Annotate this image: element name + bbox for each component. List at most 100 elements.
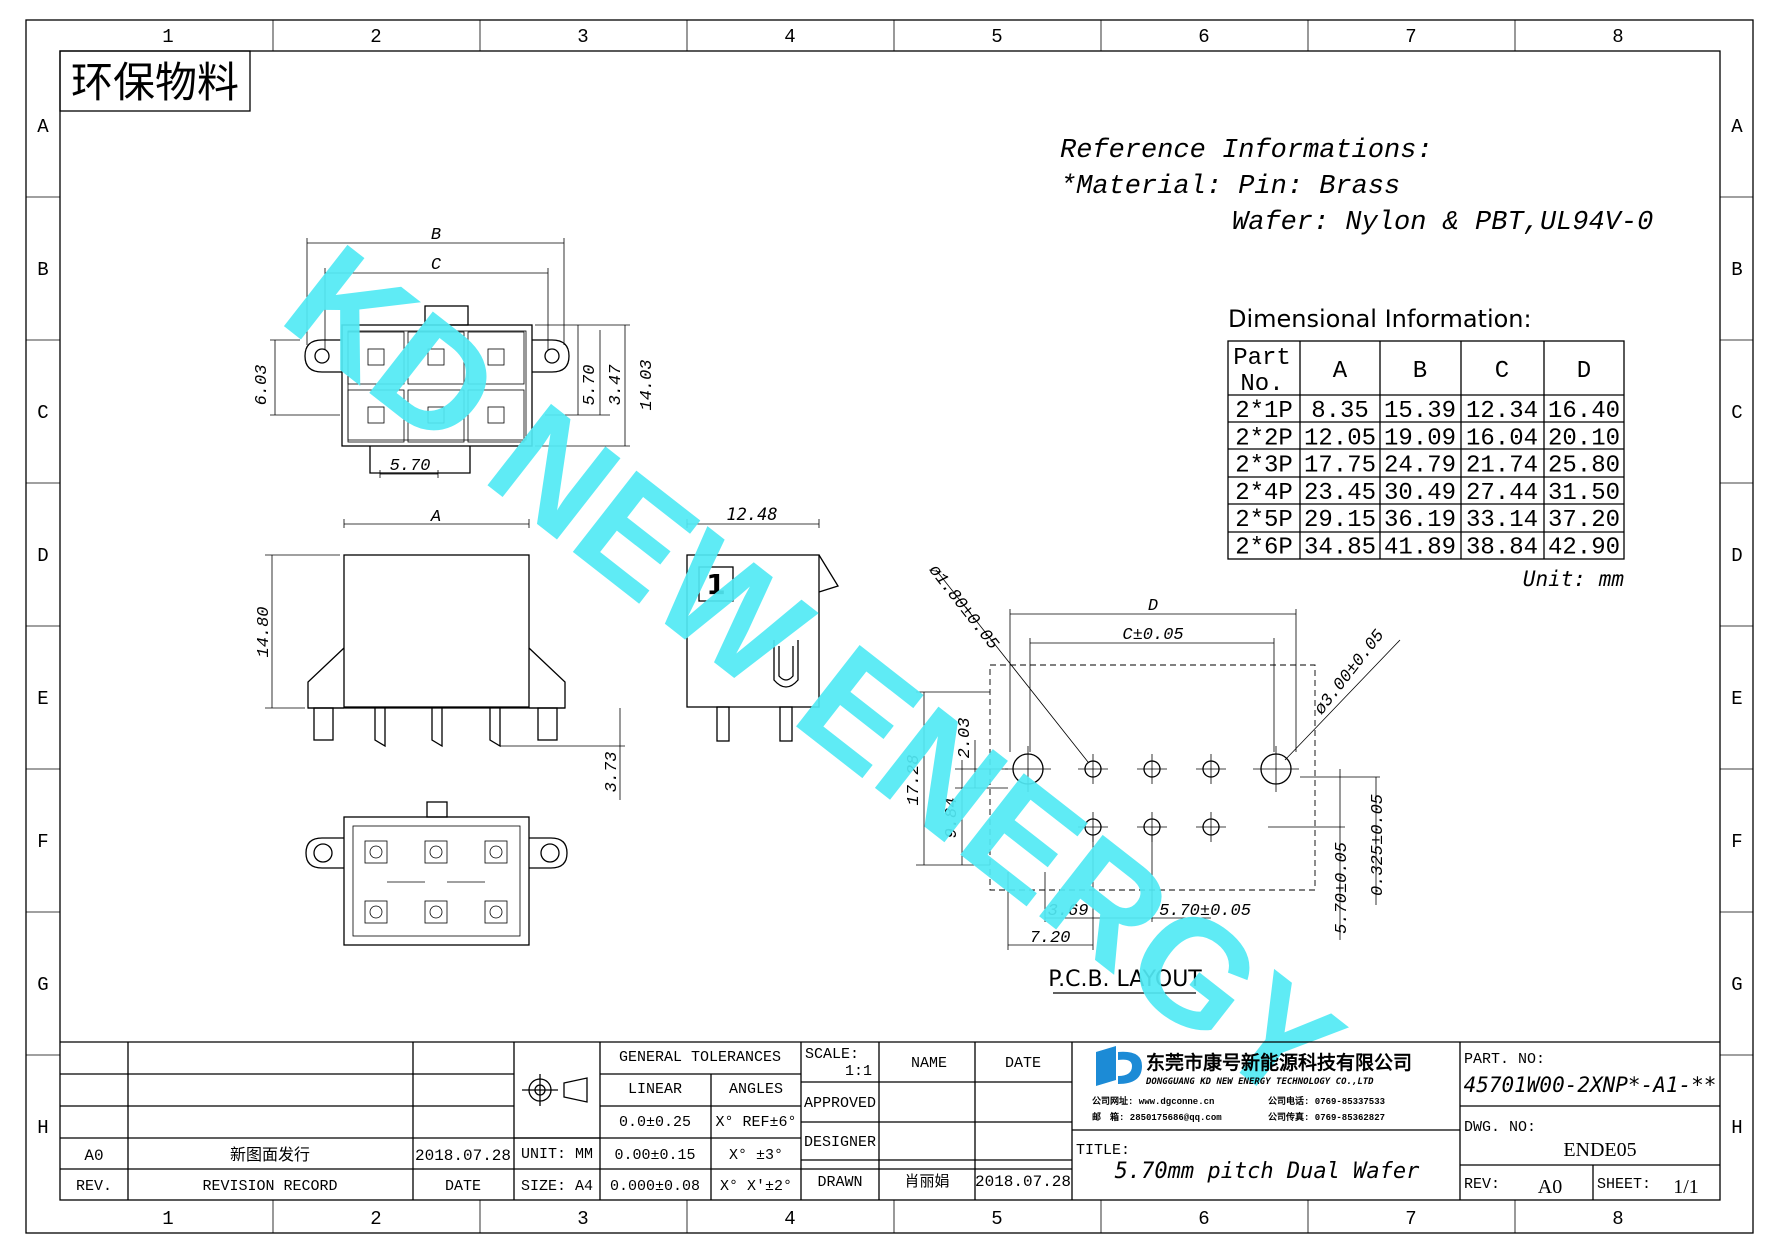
table-header-part: Part <box>1233 345 1291 372</box>
col-label: 4 <box>784 26 795 48</box>
rev-record: 新图面发行 <box>230 1146 310 1165</box>
table-value-cell: 37.20 <box>1548 507 1620 534</box>
table-value-cell: 20.10 <box>1548 425 1620 452</box>
col-label: 7 <box>1405 26 1416 48</box>
tol-linear: 0.00±0.15 <box>614 1147 695 1164</box>
table-value-cell: 19.09 <box>1384 425 1456 452</box>
pin-pad <box>424 900 448 924</box>
contact-pin <box>367 406 385 424</box>
pcb-dim-D: D <box>1148 597 1158 616</box>
row-label: H <box>1731 1117 1742 1139</box>
contact-cavity <box>407 389 465 443</box>
reference-info: Reference Informations: *Material: Pin: … <box>1060 136 1653 238</box>
rev-header: REV. <box>76 1178 112 1195</box>
company-phone: 公司电话: 0769-85337533 <box>1268 1095 1385 1107</box>
designer-label: DESIGNER <box>804 1134 876 1151</box>
col-label: 2 <box>370 1208 381 1230</box>
contact-pin <box>487 348 505 366</box>
table-value-cell: 16.40 <box>1548 398 1620 425</box>
col-label: 6 <box>1198 26 1209 48</box>
general-tolerances: GENERAL TOLERANCES <box>619 1049 781 1066</box>
reference-material: *Material: Pin: Brass <box>1060 172 1400 202</box>
date-label: DATE <box>1005 1055 1041 1072</box>
pin-1-mark: 1 <box>706 568 725 601</box>
title-block: GENERAL TOLERANCES LINEAR ANGLES 0.0±0.2… <box>60 1041 1720 1200</box>
date-header: DATE <box>445 1178 481 1195</box>
pcb-dim-offset: 0.325±0.05 <box>1369 794 1388 896</box>
table-value-cell: 27.44 <box>1466 480 1538 507</box>
pin-hole <box>369 845 383 859</box>
sheet-value: 1/1 <box>1673 1176 1699 1198</box>
table-part-cell: 2*2P <box>1235 425 1293 452</box>
col-label: 1 <box>162 1208 173 1230</box>
drawing-title: 5.70mm pitch Dual Wafer <box>1115 1159 1420 1184</box>
col-label: 3 <box>577 26 588 48</box>
company-logo-icon <box>1096 1046 1142 1086</box>
rev-code: A0 <box>84 1147 103 1165</box>
angles-label: ANGLES <box>729 1081 783 1098</box>
pcb-hole-big: ø3.00±0.05 <box>1311 627 1389 719</box>
projection-symbol <box>522 1074 588 1106</box>
part-no-label: PART. NO: <box>1464 1051 1545 1068</box>
col-label: 8 <box>1612 26 1623 48</box>
pin-pad <box>484 900 508 924</box>
row-label: G <box>37 974 48 996</box>
drawn-name: 肖丽娟 <box>904 1173 949 1191</box>
pin-hole <box>369 905 383 919</box>
reference-wafer: Wafer: Nylon & PBT,UL94V-0 <box>1232 208 1653 238</box>
scale-value: 1:1 <box>845 1063 872 1080</box>
pin-hole <box>429 905 443 919</box>
dim-5-70: 5.70 <box>581 365 600 406</box>
sheet-border: 1 2 3 4 5 6 7 8 1 2 3 4 5 6 7 8 A B C D … <box>25 19 1754 1234</box>
table-value-cell: 29.15 <box>1304 507 1376 534</box>
size-label: SIZE: A4 <box>521 1178 593 1195</box>
name-label: NAME <box>911 1055 947 1072</box>
dim-14-80: 14.80 <box>255 606 274 657</box>
unit-label-tb: UNIT: MM <box>521 1146 593 1163</box>
contact-pin <box>367 348 385 366</box>
table-value-cell: 36.19 <box>1384 507 1456 534</box>
company-mail: 邮 箱: 2850175686@qq.com <box>1092 1111 1222 1123</box>
pcb-dim-17-28: 17.28 <box>905 754 924 805</box>
contact-cavity <box>407 331 465 385</box>
company-name-cn: 东莞市康号新能源科技有限公司 <box>1146 1051 1412 1074</box>
col-label: 5 <box>991 1208 1002 1230</box>
col-label: 8 <box>1612 1208 1623 1230</box>
tol-angle: X° X'±2° <box>720 1178 792 1195</box>
table-value-cell: 30.49 <box>1384 480 1456 507</box>
table-part-cell: 2*4P <box>1235 480 1293 507</box>
table-value-cell: 25.80 <box>1548 453 1620 480</box>
pcb-layout-label: P.C.B. LAYOUT <box>1048 967 1202 992</box>
dim-B: B <box>431 226 441 245</box>
contact-cavity <box>347 389 405 443</box>
dim-pitch: 5.70 <box>390 457 431 476</box>
table-value-cell: 17.75 <box>1304 453 1376 480</box>
company-fax: 公司传真: 0769-85362827 <box>1268 1111 1385 1123</box>
table-header: D <box>1577 358 1591 385</box>
table-value-cell: 38.84 <box>1466 535 1538 562</box>
scale-label: SCALE: <box>805 1046 859 1063</box>
dim-A: A <box>430 508 441 527</box>
contact-pin <box>427 348 445 366</box>
unit-label: Unit: mm <box>1523 567 1625 591</box>
table-part-cell: 2*1P <box>1235 398 1293 425</box>
sheet-label: SHEET: <box>1597 1176 1651 1193</box>
dim-3-73: 3.73 <box>603 752 622 793</box>
drawn-date: 2018.07.28 <box>975 1173 1071 1191</box>
side-view-right: 1 12.48 <box>686 505 839 742</box>
rev-date: 2018.07.28 <box>415 1147 511 1165</box>
pin-pad <box>484 840 508 864</box>
tol-angle: X° ±3° <box>729 1147 783 1164</box>
dim-3-47: 3.47 <box>607 364 626 406</box>
row-label: C <box>1731 402 1742 424</box>
table-header-no: No. <box>1240 371 1283 398</box>
pcb-dim-7-20: 7.20 <box>1030 929 1071 948</box>
dim-12-48: 12.48 <box>726 505 777 525</box>
table-header: A <box>1333 358 1348 385</box>
linear-label: LINEAR <box>628 1081 682 1098</box>
dwg-no-label: DWG. NO: <box>1464 1119 1536 1136</box>
row-label: A <box>1731 116 1743 138</box>
col-label: 7 <box>1405 1208 1416 1230</box>
col-label: 4 <box>784 1208 795 1230</box>
